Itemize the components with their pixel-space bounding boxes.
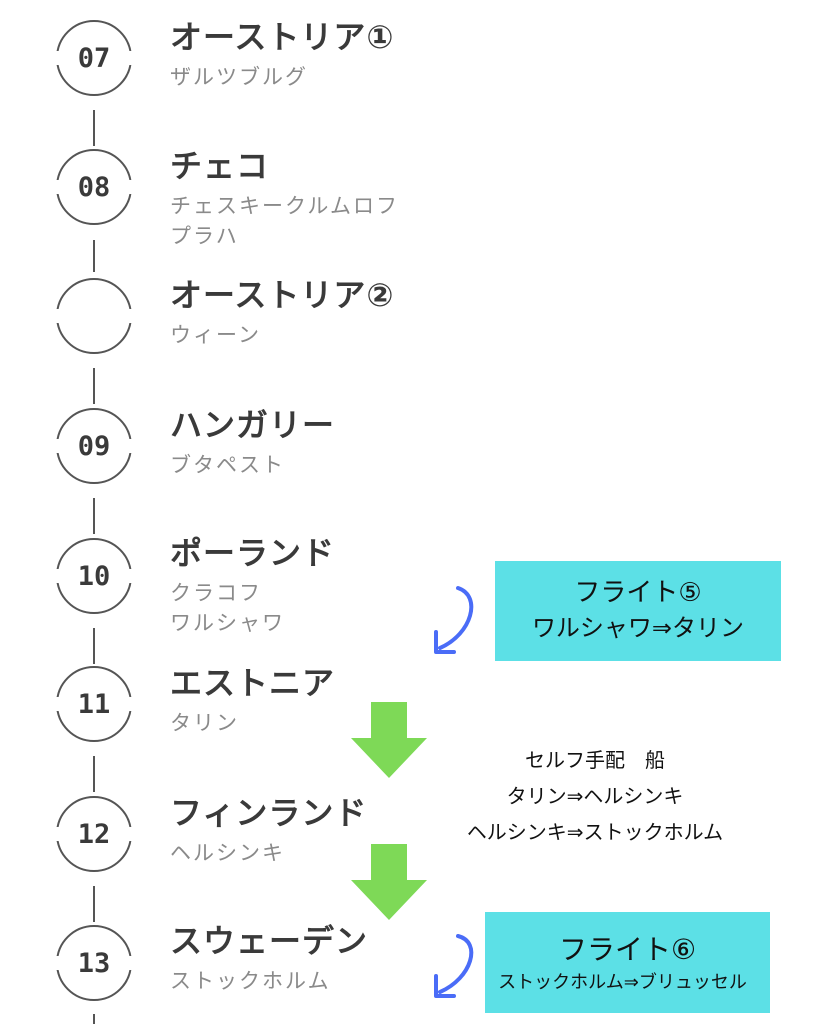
self-arranged-ferry-note: セルフ手配 船 タリン⇒ヘルシンキ ヘルシンキ⇒ストックホルム: [420, 742, 770, 850]
self-arranged-route-1: タリン⇒ヘルシンキ: [506, 784, 684, 808]
timeline-connector: [93, 498, 95, 534]
stop-number-badge: 12: [56, 796, 132, 872]
country-name: チェコ: [170, 147, 270, 185]
stop-item: オーストリア② ウィーン: [170, 276, 395, 350]
stop-number-badge: 07: [56, 20, 132, 96]
timeline-connector: [93, 886, 95, 922]
country-name: ハンガリー: [170, 406, 336, 444]
city-name: タリン: [170, 711, 239, 735]
stop-item: ポーランド クラコフ ワルシャワ: [170, 534, 335, 638]
city-name: プラハ: [170, 224, 239, 248]
country-name: オーストリア②: [170, 276, 395, 314]
flight-6-title: フライト⑥: [558, 933, 697, 966]
flight-5-title: フライト⑤: [574, 578, 702, 608]
stop-item: スウェーデン ストックホルム: [170, 922, 368, 996]
flight-5-route: ワルシャワ⇒タリン: [531, 614, 745, 642]
stop-number-badge: 11: [56, 666, 132, 742]
stop-number-badge: 08: [56, 149, 132, 225]
stop-item: チェコ チェスキークルムロフ プラハ: [170, 147, 399, 251]
country-name: ポーランド: [170, 534, 336, 572]
city-name: ブタペスト: [170, 453, 285, 477]
city-name: チェスキークルムロフ: [170, 194, 399, 218]
city-name: ウィーン: [170, 323, 261, 347]
down-arrow-icon: [351, 702, 427, 778]
curved-arrow-icon: [434, 586, 474, 654]
city-name: ワルシャワ: [170, 611, 285, 635]
stop-number-badge: [56, 278, 132, 354]
stop-item: フィンランド ヘルシンキ: [170, 794, 367, 868]
city-name: クラコフ: [170, 581, 262, 605]
flight-6-route: ストックホルム⇒ブリュッセル: [498, 972, 747, 993]
country-name: スウェーデン: [170, 922, 369, 960]
country-name: オーストリア①: [170, 18, 395, 56]
curved-arrow-icon: [434, 934, 474, 998]
timeline-connector: [93, 628, 95, 664]
city-name: ヘルシンキ: [170, 841, 285, 865]
timeline-connector: [93, 1014, 95, 1024]
timeline-connector: [93, 756, 95, 792]
stop-item: ハンガリー ブタペスト: [170, 406, 335, 480]
flight-5-box: フライト⑤ ワルシャワ⇒タリン: [495, 561, 781, 661]
country-name: フィンランド: [170, 794, 368, 832]
stop-item: オーストリア① ザルツブルグ: [170, 18, 395, 92]
timeline-connector: [93, 240, 95, 272]
stop-number-badge: 13: [56, 925, 132, 1001]
timeline-connector: [93, 110, 95, 146]
country-name: エストニア: [170, 664, 336, 702]
stop-item: エストニア タリン: [170, 664, 335, 738]
stop-number-badge: 09: [56, 408, 132, 484]
city-name: ストックホルム: [170, 969, 331, 993]
self-arranged-route-2: ヘルシンキ⇒ストックホルム: [466, 820, 724, 844]
timeline-connector: [93, 368, 95, 404]
stop-number-badge: 10: [56, 538, 132, 614]
flight-6-box: フライト⑥ ストックホルム⇒ブリュッセル: [485, 912, 770, 1013]
down-arrow-icon: [351, 844, 427, 920]
city-name: ザルツブルグ: [170, 65, 308, 89]
self-arranged-title: セルフ手配 船: [525, 748, 665, 772]
